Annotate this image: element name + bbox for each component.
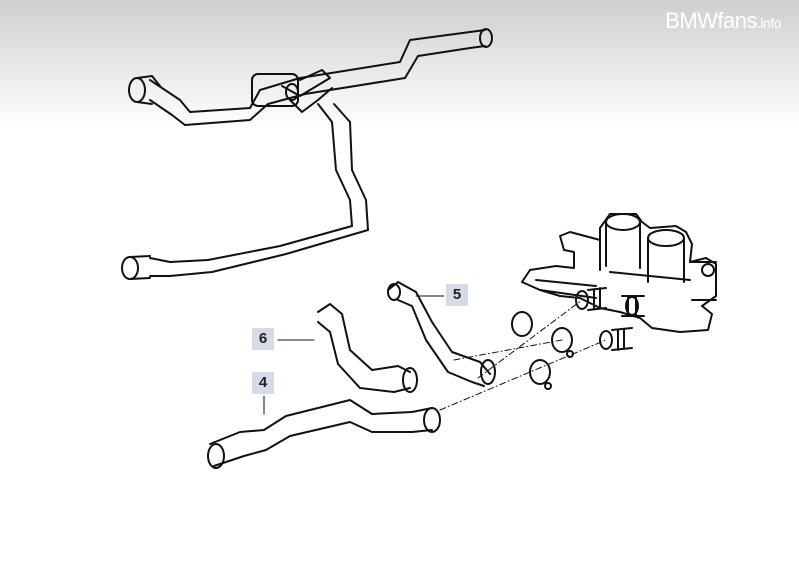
hose-part-4 <box>207 399 441 469</box>
watermark-brand: BMWfans <box>665 8 758 33</box>
hose-part-5 <box>387 281 496 387</box>
assembly-lines <box>439 299 607 411</box>
callout-5: 5 <box>446 284 468 306</box>
callout-leaders <box>263 295 445 415</box>
watermark-logo: BMWfans.info <box>665 8 781 34</box>
callout-6: 6 <box>252 328 274 350</box>
callout-4: 4 <box>252 372 274 394</box>
hose-clamps <box>511 311 574 390</box>
ribbed-connectors <box>575 287 645 351</box>
watermark-suffix: .info <box>757 15 781 31</box>
heater-valve-assembly <box>521 213 717 333</box>
upper-hose-assembly <box>121 28 493 280</box>
hose-part-6 <box>317 303 418 393</box>
